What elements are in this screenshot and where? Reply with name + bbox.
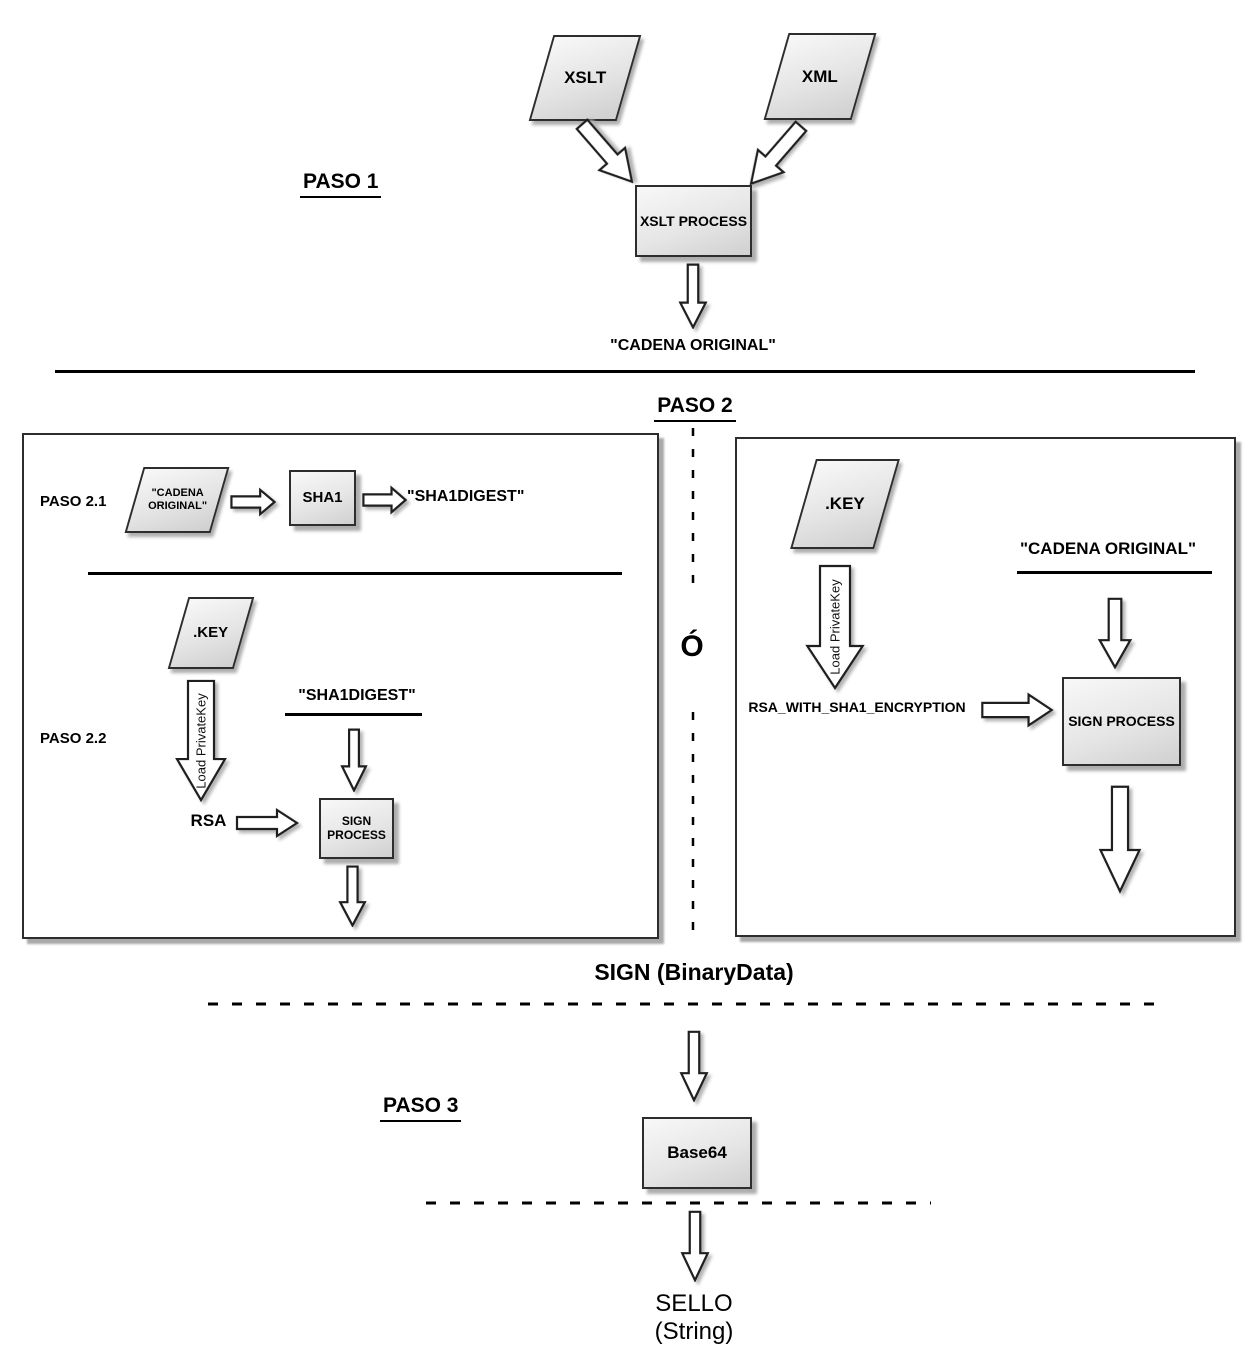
xslt-process-label: XSLT PROCESS [639,212,748,229]
key-file-label: .KEY [825,494,865,514]
arrow-down-icon [1097,784,1143,894]
paso1-title: PASO 1 [300,170,382,198]
xslt-document-shape: XSLT [528,35,642,121]
paso1-title-text: PASO 1 [300,170,382,198]
key-file-shape: .KEY [790,459,900,549]
sign-binarydata-label: SIGN (BinaryData) [594,959,794,985]
xml-document-label: XML [802,66,838,86]
sha1-box: SHA1 [289,470,356,526]
vertical-dashed-line-bottom [691,712,695,935]
load-privatekey-label: Load PrivateKey [827,579,843,675]
rsa-with-sha1-encryption-label: RSA_WITH_SHA1_ENCRYPTION [748,699,966,715]
arrow-right-icon [235,807,299,839]
arrow-down-right-icon [566,110,649,197]
arrow-down-left-icon [735,112,818,199]
panel-divider-line [88,572,622,575]
arrow-right-icon [230,487,276,517]
paso21-label: PASO 2.1 [40,493,107,510]
load-privatekey-arrow-icon: Load PrivateKey [805,564,865,690]
arrow-down-icon [679,1030,709,1102]
paso2-left-panel: PASO 2.1 "CADENA ORIGINAL" SHA1 "SHA1DIG… [22,433,659,939]
key-file-shape: .KEY [167,597,255,669]
paso2-title: PASO 2 [645,394,745,422]
sello-result-label: SELLO [655,1290,733,1317]
cadena-original-input-label: "CADENA ORIGINAL" [1019,539,1197,558]
load-privatekey-label: Load PrivateKey [193,692,209,789]
sello-type-label: (String) [654,1318,734,1345]
sign-process-box: SIGN PROCESS [319,798,394,859]
xml-document-shape: XML [763,33,877,120]
base64-label: Base64 [667,1143,727,1163]
paso3-title: PASO 3 [380,1094,462,1122]
or-label: Ó [680,630,704,663]
dashed-divider-bottom [426,1201,931,1205]
dashed-divider-top [208,1002,1158,1006]
cadena-original-result: "CADENA ORIGINAL" [610,337,776,354]
key-file-label: .KEY [193,624,229,642]
arrow-right-icon [362,485,407,515]
rsa-label: RSA [190,811,227,830]
arrow-down-icon [678,263,708,329]
arrow-right-icon [980,691,1054,729]
paso2-title-text: PASO 2 [654,394,736,422]
xslt-document-label: XSLT [563,68,607,88]
paso3-title-text: PASO 3 [380,1094,462,1122]
cadena-original-underline [1017,571,1212,574]
sha1digest-result: "SHA1DIGEST" [407,488,525,505]
load-privatekey-arrow-icon: Load PrivateKey [175,679,227,802]
paso22-label: PASO 2.2 [40,730,107,747]
sha1-label: SHA1 [302,489,343,507]
sign-process-label-line1: SIGN [341,813,372,828]
arrow-down-icon [340,728,368,792]
cadena-original-input-label: "CADENA ORIGINAL" [147,487,207,512]
cadena-original-input-shape: "CADENA ORIGINAL" [124,467,230,533]
section-divider-line [55,370,1195,373]
paso2-right-panel: .KEY "CADENA ORIGINAL" Load PrivateKey R… [735,437,1236,937]
sign-process-box: SIGN PROCESS [1062,677,1181,766]
sign-process-label-line2: PROCESS [327,827,386,842]
xslt-process-box: XSLT PROCESS [635,185,752,257]
arrow-down-icon [338,865,367,927]
base64-box: Base64 [642,1117,752,1189]
sha1digest-input-label: "SHA1DIGEST" [298,687,416,704]
arrow-down-icon [1097,597,1133,669]
vertical-dashed-line-top [691,428,695,590]
arrow-down-icon [680,1210,710,1282]
sha1digest-underline [285,713,422,716]
sign-process-label: SIGN PROCESS [1068,713,1175,730]
